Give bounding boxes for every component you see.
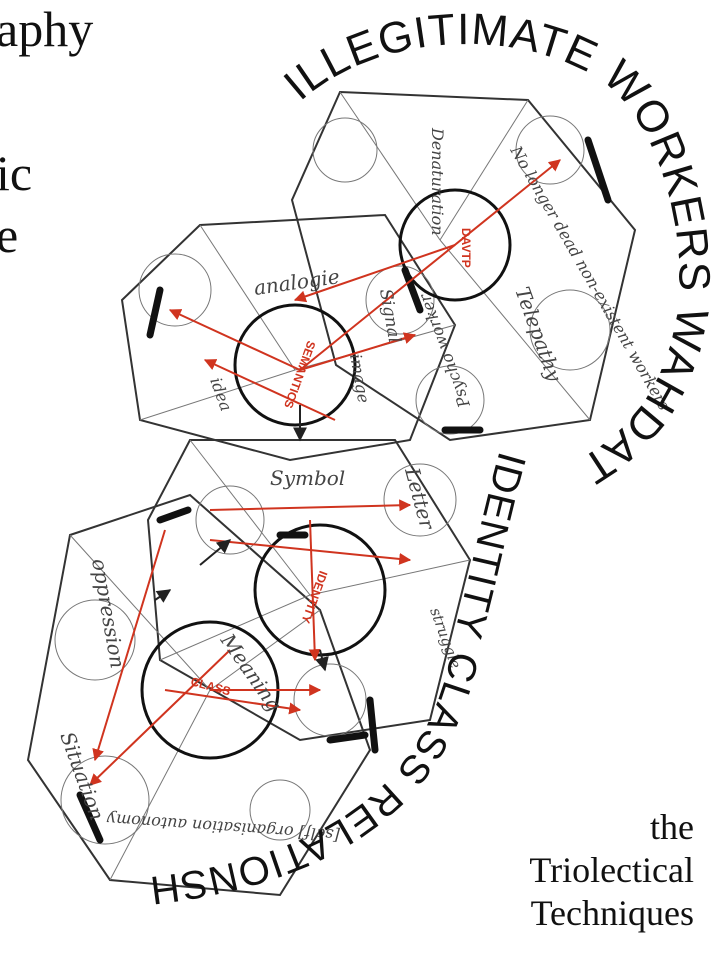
caption: the Triolectical Techniques (529, 806, 694, 936)
caption-line-3: Techniques (529, 892, 694, 935)
caption-line-1: the (529, 806, 694, 849)
hand-letter: Letter (400, 464, 440, 533)
hand-idea: idea (206, 375, 236, 414)
hand-image: image (346, 352, 373, 404)
hand-symbol: Symbol (270, 466, 345, 490)
label-davtp: DAVTP (459, 228, 473, 268)
hand-signal: Signal (375, 287, 404, 344)
label-identity: IDENTITY (298, 569, 330, 625)
hand-dead-workers: No longer dead non-existent workers (506, 142, 674, 414)
arc-label-top: ILLEGITIMATE WORKERS WAHDAT (275, 5, 719, 494)
hand-denaturation: Denaturation (428, 127, 447, 236)
arc-label-middle: IDENTITY (445, 448, 534, 644)
label-semantics: SEMANTICS (281, 339, 318, 410)
caption-line-2: Triolectical (529, 849, 694, 892)
arc-label-top-path: ILLEGITIMATE WORKERS WAHDAT (275, 5, 719, 494)
hand-situation: Situation (55, 729, 109, 824)
hand-oppression: oppression (87, 557, 130, 670)
hand-analogie: analogie (252, 264, 341, 300)
arc-label-middle-path: IDENTITY (445, 448, 534, 644)
